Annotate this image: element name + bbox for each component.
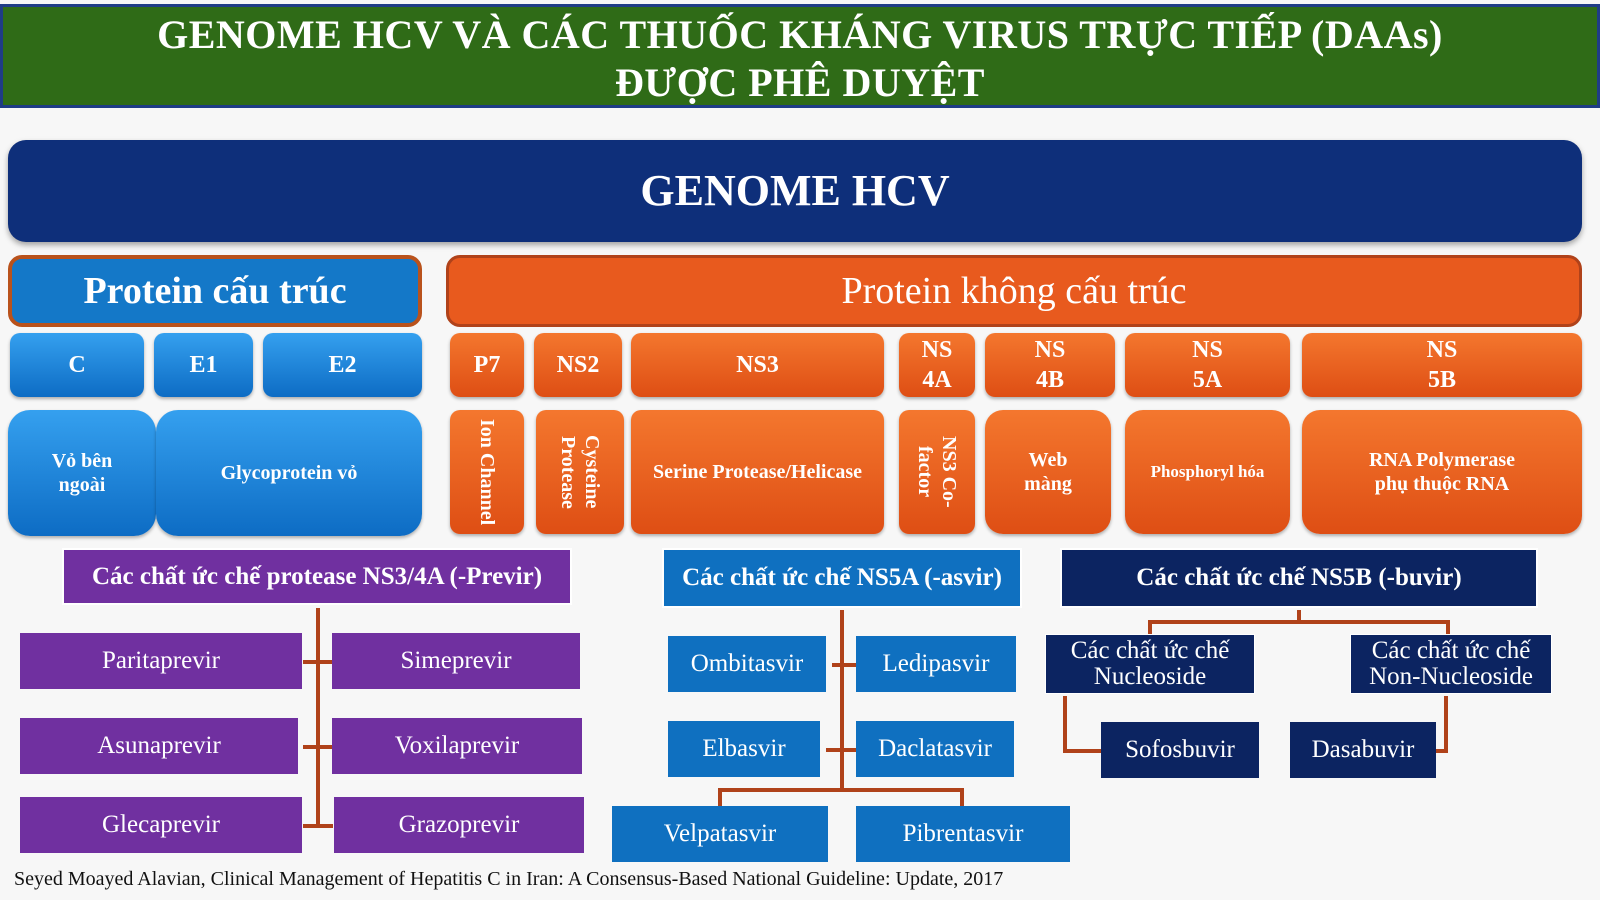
ns5b-nucleoside-link-vertical <box>1063 696 1067 753</box>
segment-p7: P7 <box>450 333 524 397</box>
ns5b-connector-stem <box>1297 610 1301 622</box>
title-line-1: GENOME HCV VÀ CÁC THUỐC KHÁNG VIRUS TRỰC… <box>157 12 1443 57</box>
drug-elbasvir: Elbasvir <box>668 721 820 777</box>
function-ion-channel: Ion Channel <box>450 410 524 534</box>
segment-ns2: NS2 <box>534 333 622 397</box>
structural-protein-header: Protein cấu trúc <box>8 255 422 327</box>
segment-ns4a: NS 4A <box>899 333 975 397</box>
title-line-2: ĐƯỢC PHÊ DUYỆT <box>615 60 985 105</box>
function-rna-polymerase: RNA Polymerase phụ thuộc RNA <box>1302 410 1582 534</box>
drug-voxilaprevir: Voxilaprevir <box>332 718 582 774</box>
drug-dasabuvir: Dasabuvir <box>1290 722 1436 778</box>
ns34a-connector-branch-1 <box>303 660 333 664</box>
drug-pibrentasvir: Pibrentasvir <box>856 806 1070 862</box>
drug-asunaprevir: Asunaprevir <box>20 718 298 774</box>
drug-glecaprevir: Glecaprevir <box>20 797 302 853</box>
drug-velpatasvir: Velpatasvir <box>612 806 828 862</box>
drug-ombitasvir: Ombitasvir <box>668 636 826 692</box>
segment-e1: E1 <box>154 333 253 397</box>
function-cysteine-protease: Cysteine Protease <box>536 410 624 534</box>
ns5a-connector-right-drop <box>960 788 964 806</box>
function-serine-protease-helicase: Serine Protease/Helicase <box>631 410 884 534</box>
ns5b-nonnucleoside-link-vertical <box>1444 696 1448 753</box>
ns5a-inhibitors-header: Các chất ức chế NS5A (-asvir) <box>662 548 1022 608</box>
ns34a-connector-trunk <box>316 608 320 826</box>
nucleoside-inhibitors-box: Các chất ức chế Nucleoside <box>1045 634 1255 694</box>
segment-ns4b: NS 4B <box>985 333 1115 397</box>
drug-grazoprevir: Grazoprevir <box>334 797 584 853</box>
segment-ns5a: NS 5A <box>1125 333 1290 397</box>
citation-text: Seyed Moayed Alavian, Clinical Managemen… <box>14 868 1004 890</box>
ns34a-connector-branch-2 <box>303 745 333 749</box>
segment-c: C <box>10 333 144 397</box>
function-envelope-glycoprotein: Glycoprotein vỏ <box>156 410 422 536</box>
non-nucleoside-inhibitors-box: Các chất ức chế Non-Nucleoside <box>1350 634 1552 694</box>
ns5b-connector-left-drop <box>1148 620 1152 636</box>
ns5a-connector-branch-2 <box>826 748 856 752</box>
drug-daclatasvir: Daclatasvir <box>856 721 1014 777</box>
drug-ledipasvir: Ledipasvir <box>856 636 1016 692</box>
ns5b-nucleoside-link-horizontal <box>1063 749 1101 753</box>
ns5b-connector-bar <box>1148 620 1450 624</box>
drug-paritaprevir: Paritaprevir <box>20 633 302 689</box>
title-banner: GENOME HCV VÀ CÁC THUỐC KHÁNG VIRUS TRỰC… <box>0 4 1600 108</box>
ns5b-inhibitors-header: Các chất ức chế NS5B (-buvir) <box>1060 548 1538 608</box>
ns5a-connector-trunk <box>840 610 844 790</box>
ns5a-connector-bottom <box>718 788 964 792</box>
function-membranous-web: Web màng <box>985 410 1111 534</box>
function-phosphorylation: Phosphoryl hóa <box>1125 410 1290 534</box>
drug-simeprevir: Simeprevir <box>332 633 580 689</box>
segment-ns5b: NS 5B <box>1302 333 1582 397</box>
drug-sofosbuvir: Sofosbuvir <box>1101 722 1259 778</box>
ns5b-nonnucleoside-link-horizontal <box>1428 749 1448 753</box>
function-outer-shell: Vỏ bên ngoài <box>8 410 156 536</box>
ns5b-connector-right-drop <box>1446 620 1450 636</box>
ns5a-connector-branch-1 <box>832 663 856 667</box>
ns34a-inhibitors-header: Các chất ức chế protease NS3/4A (-Previr… <box>62 548 572 605</box>
ns34a-connector-branch-3 <box>303 824 333 828</box>
function-ns3-cofactor: NS3 Co-factor <box>899 410 975 534</box>
segment-ns3: NS3 <box>631 333 884 397</box>
segment-e2: E2 <box>263 333 422 397</box>
nonstructural-protein-header: Protein không cấu trúc <box>446 255 1582 327</box>
genome-hcv-bar: GENOME HCV <box>8 140 1582 242</box>
ns5a-connector-left-drop <box>718 788 722 806</box>
